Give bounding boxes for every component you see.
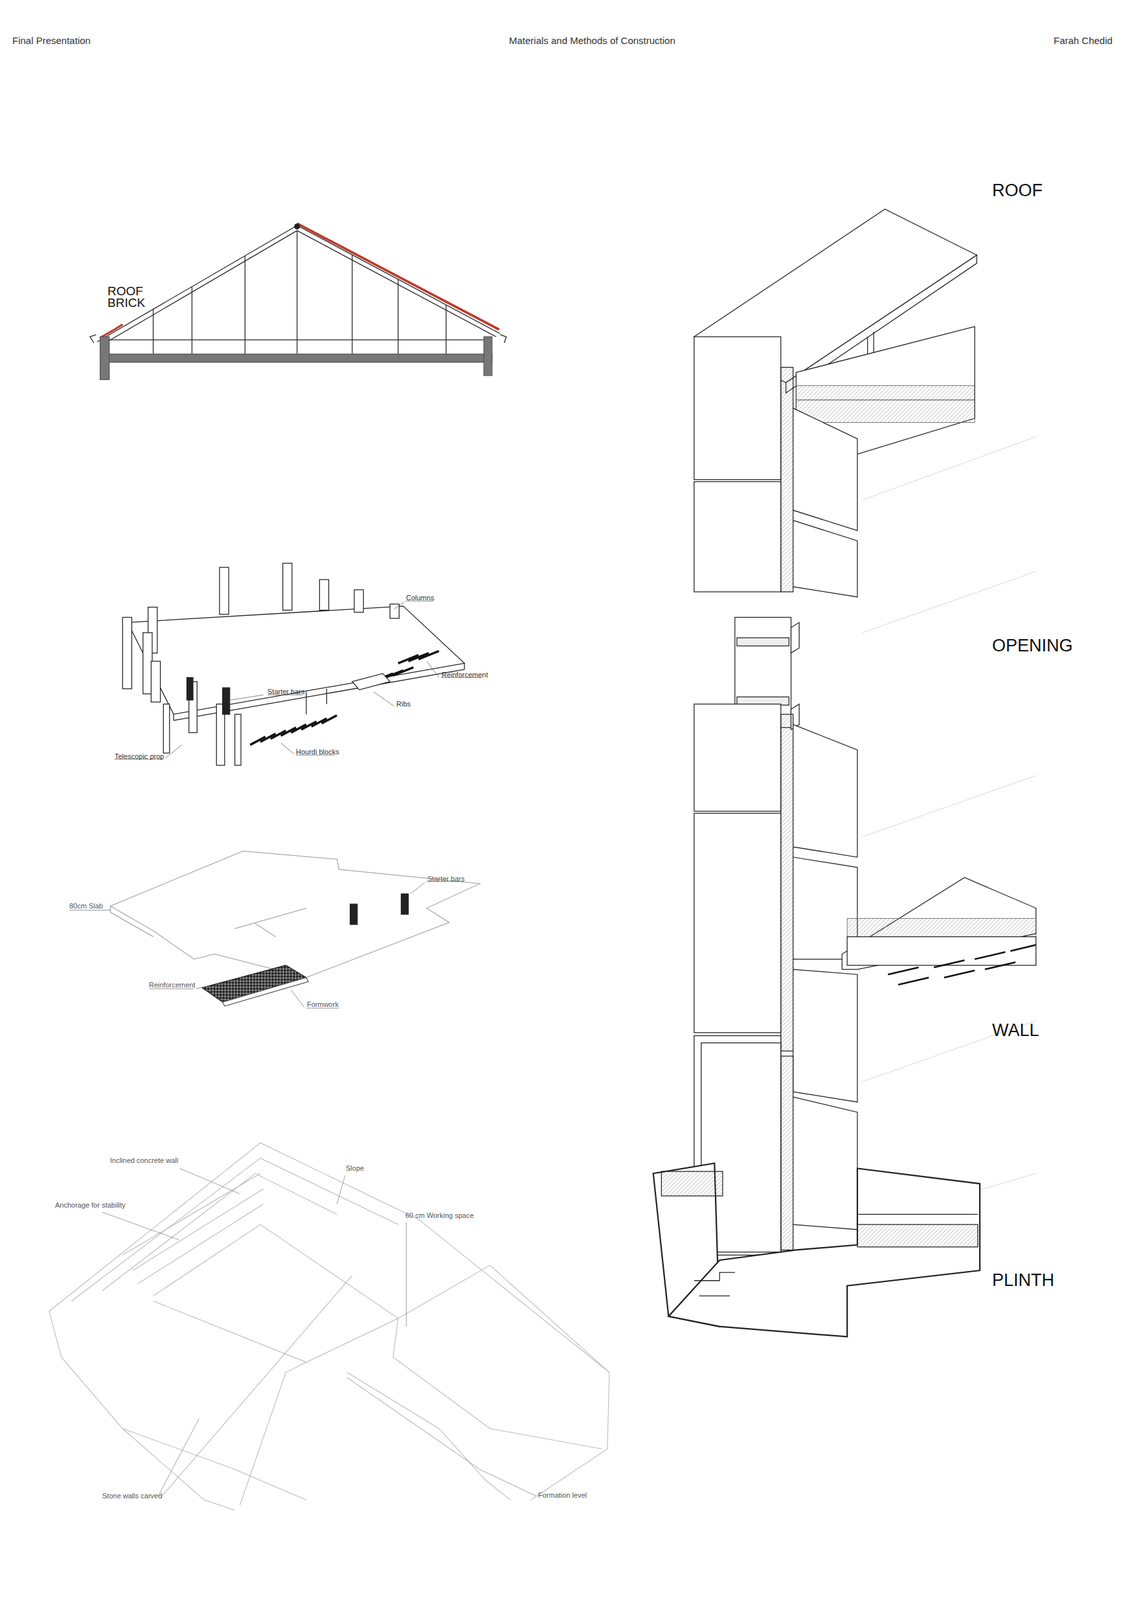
excavation-axonometric [49,1143,610,1511]
label-text: Farah Chedid [1053,34,1113,46]
label-text: WALL [992,1020,1040,1041]
label-text: Starter bars [267,687,305,697]
label-text: 60 cm Working space [405,1211,475,1221]
roof-section [90,223,507,380]
label-text: OPENING [992,635,1074,657]
label-text: Anchorage for stability [55,1201,126,1210]
label-text: Materials and Methods of Construction [509,34,676,46]
wall-section-axonometric [653,209,1037,1337]
label-text: Ribs [396,700,411,709]
label-text: Inclined concrete wall [110,1156,179,1166]
label-text: Formation level [538,1491,587,1500]
label-text: Telescopic prop [114,752,164,761]
label-text: ROOF [992,180,1043,201]
label-text: ROOF BRICK [107,285,146,309]
label-text: Columns [406,593,434,603]
label-text: 80cm Slab [69,902,103,911]
label-text: Starter bars [427,874,465,884]
label-text: Reinforcement [148,981,196,990]
label-text: Hourdi blocks [295,747,340,757]
label-text: PLINTH [992,1270,1055,1291]
raft-slab-axonometric [69,850,480,1009]
label-text: Stone walls carved [102,1492,162,1501]
label-text: Formwork [306,1000,339,1009]
label-text: Reinforcement [441,670,489,680]
label-text: Slope [345,1164,364,1173]
label-text: Final Presentation [12,34,91,46]
ribbed-slab-axonometric [114,563,482,766]
